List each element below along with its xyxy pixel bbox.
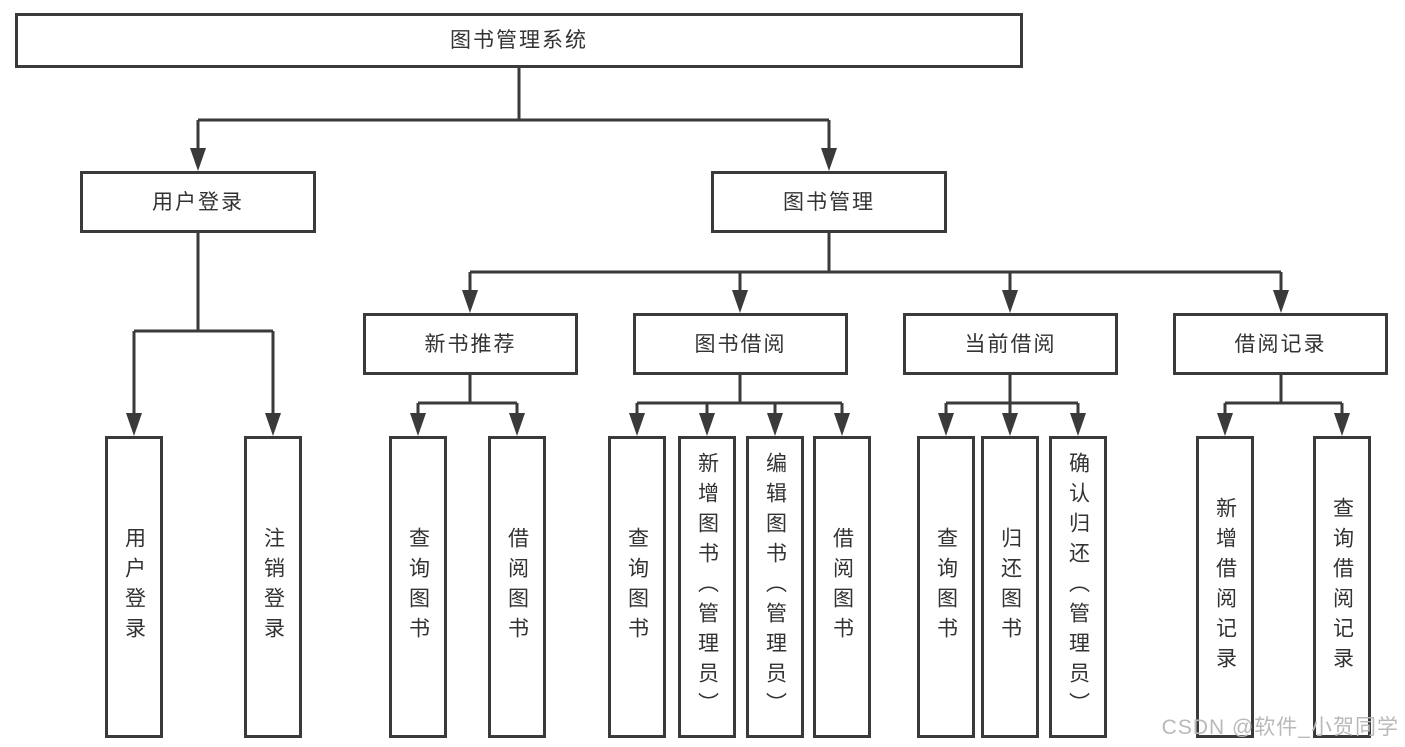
leaf-add-book-admin: 新增图书（管理员） <box>678 436 736 738</box>
node-user-login: 用户登录 <box>80 171 316 233</box>
leaf-borrow-books-1-label: 借阅图书 <box>505 527 529 647</box>
node-book-borrow-label: 图书借阅 <box>694 332 787 356</box>
node-book-management: 图书管理 <box>711 171 947 233</box>
leaf-logout-login-label: 注销登录 <box>261 527 285 647</box>
node-book-management-label: 图书管理 <box>783 190 875 214</box>
leaf-query-books-3-label: 查询图书 <box>934 527 958 647</box>
leaf-logout-login: 注销登录 <box>244 436 302 738</box>
leaf-return-book-label: 归还图书 <box>998 527 1022 647</box>
leaf-add-book-admin-label: 新增图书（管理员） <box>695 452 719 722</box>
node-current-borrow-label: 当前借阅 <box>964 332 1057 356</box>
node-new-book-recommend: 新书推荐 <box>363 313 578 375</box>
node-new-book-recommend-label: 新书推荐 <box>424 332 517 356</box>
leaf-edit-book-admin-label: 编辑图书（管理员） <box>763 452 787 722</box>
node-borrow-records: 借阅记录 <box>1173 313 1388 375</box>
arrowheads <box>126 148 1350 436</box>
leaf-borrow-books-2-label: 借阅图书 <box>830 527 854 647</box>
leaf-query-books-2: 查询图书 <box>608 436 666 738</box>
csdn-watermark: CSDN @软件_小贺同学 <box>1161 716 1399 739</box>
leaf-return-book: 归还图书 <box>981 436 1039 738</box>
leaf-query-borrow-record: 查询借阅记录 <box>1313 436 1371 738</box>
leaf-borrow-books-2: 借阅图书 <box>813 436 871 738</box>
leaf-add-borrow-record: 新增借阅记录 <box>1196 436 1254 738</box>
leaf-user-login-label: 用户登录 <box>122 527 146 647</box>
leaf-query-borrow-record-label: 查询借阅记录 <box>1330 497 1354 677</box>
node-borrow-records-label: 借阅记录 <box>1234 332 1327 356</box>
node-current-borrow: 当前借阅 <box>903 313 1118 375</box>
node-user-login-label: 用户登录 <box>152 190 244 214</box>
leaf-confirm-return-admin-label: 确认归还（管理员） <box>1066 452 1090 722</box>
leaf-query-books-1: 查询图书 <box>389 436 447 738</box>
leaf-query-books-1-label: 查询图书 <box>406 527 430 647</box>
leaf-borrow-books-1: 借阅图书 <box>488 436 546 738</box>
leaf-edit-book-admin: 编辑图书（管理员） <box>746 436 804 738</box>
leaf-query-books-2-label: 查询图书 <box>625 527 649 647</box>
leaf-query-books-3: 查询图书 <box>917 436 975 738</box>
leaf-add-borrow-record-label: 新增借阅记录 <box>1213 497 1237 677</box>
leaf-user-login: 用户登录 <box>105 436 163 738</box>
node-root: 图书管理系统 <box>15 13 1023 68</box>
leaf-confirm-return-admin: 确认归还（管理员） <box>1049 436 1107 738</box>
node-root-label: 图书管理系统 <box>450 29 588 52</box>
node-book-borrow: 图书借阅 <box>633 313 848 375</box>
